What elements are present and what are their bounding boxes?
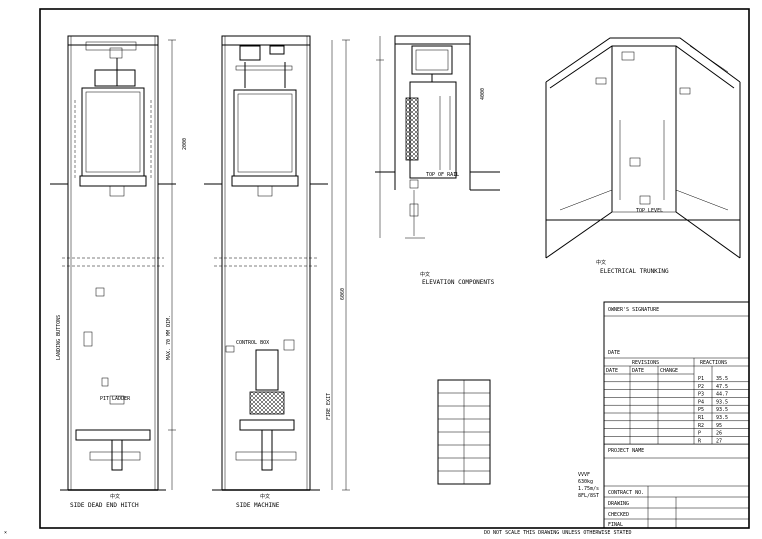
reaction-code: P	[698, 431, 701, 437]
spec-drive: VVVF	[578, 472, 590, 478]
corner-mark: ×	[4, 530, 7, 536]
svg-text:中文: 中文	[420, 271, 430, 278]
electrical-caption: ELECTRICAL TRUNKING	[600, 268, 669, 275]
top-level-label: TOP LEVEL	[636, 208, 663, 214]
reaction-value: 95	[716, 423, 722, 429]
pit-ladder-label: PIT LADDER	[100, 396, 131, 402]
sheet-border	[39, 8, 750, 529]
svg-text:中文: 中文	[110, 493, 120, 500]
rev-col-change: CHANGE	[660, 368, 678, 374]
spec-speed: 1.75m/s	[578, 486, 599, 492]
reaction-value: 93.5	[716, 415, 728, 421]
view-elevation: TOP OF RAIL 4000 中文 ELEVATION COMPONENTS	[375, 35, 500, 286]
reaction-code: R2	[698, 423, 704, 429]
max-dim-label: MAX. 70 MM DIM.	[166, 315, 172, 360]
reaction-value: 44.7	[716, 392, 728, 398]
owner-signature-label: OWNER'S SIGNATURE	[608, 307, 659, 313]
reaction-value: 93.5	[716, 407, 728, 413]
elevation-caption: ELEVATION COMPONENTS	[422, 279, 495, 286]
final-label: FINAL	[608, 522, 623, 528]
view-electrical: TOP LEVEL 中文 ELECTRICAL TRUNKING	[545, 37, 741, 275]
fire-exit-label: FIRE EXIT	[326, 393, 332, 420]
reaction-code: P2	[698, 384, 704, 390]
view-side-machine: 6060 FIRE EXIT CONTROL BOX 中文 SIDE MACHI…	[204, 35, 350, 509]
footer-note: DO NOT SCALE THIS DRAWING UNLESS OTHERWI…	[484, 530, 632, 536]
reaction-value: 26	[716, 431, 722, 437]
reaction-code: P1	[698, 376, 704, 382]
contract-label: CONTRACT NO.	[608, 490, 644, 496]
side-dead-end-caption: SIDE DEAD END HITCH	[70, 502, 139, 509]
view-side-dead-end: MAX. 70 MM DIM. 2000 PIT LADDER LANDING …	[50, 35, 188, 509]
landing-buttons-label: LANDING BUTTONS	[56, 315, 62, 360]
rev-col-date-2: DATE	[632, 368, 644, 374]
svg-text:4000: 4000	[480, 88, 486, 100]
reaction-code: R1	[698, 415, 704, 421]
checked-label: CHECKED	[608, 512, 629, 518]
reaction-value: 27	[716, 438, 722, 444]
empty-grid-table	[437, 379, 491, 485]
spec-load: 630kg	[578, 479, 593, 485]
rev-col-date: DATE	[606, 368, 618, 374]
reaction-code: P5	[698, 407, 704, 413]
drawing-label: DRAWING	[608, 501, 629, 507]
svg-text:中文: 中文	[596, 259, 606, 266]
project-name-label: PROJECT NAME	[608, 448, 644, 454]
spec-floors: 8FL/8ST	[578, 493, 599, 499]
reaction-value: 47.5	[716, 384, 728, 390]
reactions-header: REACTIONS	[700, 360, 727, 366]
svg-text:6060: 6060	[340, 288, 346, 300]
reaction-code: P4	[698, 399, 704, 405]
date-label: DATE	[608, 350, 620, 356]
svg-text:中文: 中文	[260, 493, 270, 500]
control-box-label: CONTROL BOX	[236, 340, 269, 346]
svg-text:2000: 2000	[182, 138, 188, 150]
reaction-code: P3	[698, 392, 704, 398]
reaction-value: 35.5	[716, 376, 728, 382]
top-of-rail-label: TOP OF RAIL	[426, 172, 459, 178]
revisions-header: REVISIONS	[632, 360, 659, 366]
reaction-code: R	[698, 438, 702, 444]
reaction-value: 93.5	[716, 399, 728, 405]
side-machine-caption: SIDE MACHINE	[236, 502, 280, 509]
title-block: OWNER'S SIGNATURE DATE REVISIONS REACTIO…	[578, 301, 750, 529]
